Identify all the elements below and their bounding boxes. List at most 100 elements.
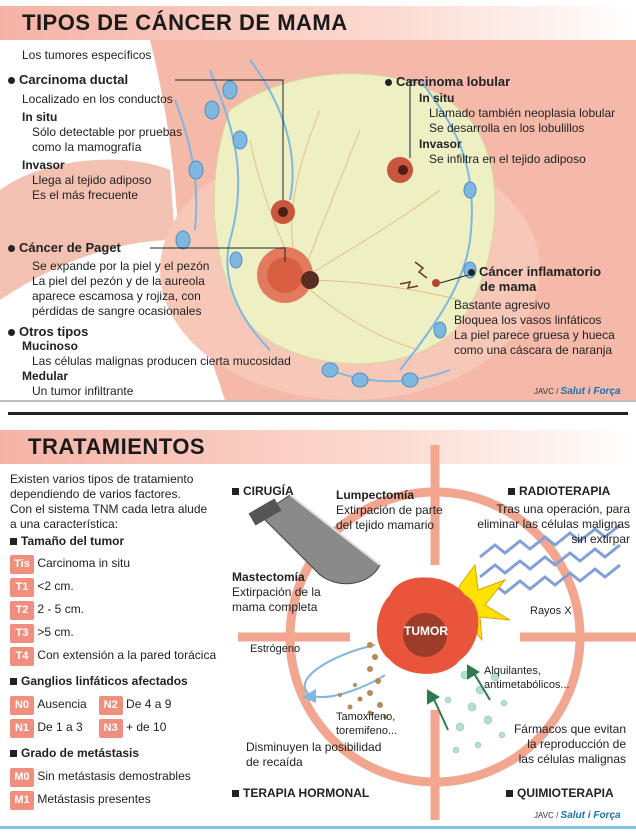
top-title-band [0, 6, 636, 40]
tnm-text: De 1 a 3 [37, 720, 83, 734]
alquilantes-label: Alquilantes, antimetabólicos... [484, 664, 570, 692]
alquil-l2: antimetabólicos... [484, 679, 570, 691]
tnm-text: De 4 a 9 [126, 697, 172, 711]
tamoxifeno-label: Tamoxifeno, toremifeno... [336, 710, 397, 738]
lumpectomia-l2: del tejido mamario [336, 518, 435, 532]
bullet-icon [468, 269, 475, 277]
tnm-text: + de 10 [126, 720, 167, 734]
estrogeno-label: Estrógeno [250, 643, 301, 655]
tumor-size-block: Tamaño del tumor Tis Carcinoma in situ T… [10, 534, 240, 670]
bullet-icon [8, 245, 15, 253]
alquil-l1: Alquilantes, [484, 665, 541, 677]
radio-l1: Tras una operación, para [496, 502, 630, 516]
lumpectomia-block: Lumpectomía Extirpación de parte del tej… [336, 488, 443, 533]
paget-lesion [267, 257, 303, 293]
mastectomia-title: Mastectomía [232, 570, 305, 584]
cirugia-text: CIRUGÍA [243, 484, 294, 498]
quimioterapia-text: QUIMIOTERAPIA [517, 786, 614, 800]
tnm-row: Tis Carcinoma in situ [10, 555, 240, 578]
bullet-icon [8, 329, 15, 337]
hormonal-l2: de recaída [246, 755, 303, 769]
tumor-size-heading: Tamaño del tumor [21, 534, 125, 548]
quimio-desc: Fármacos que evitan la reproducción de l… [486, 722, 626, 767]
cirugia-label: CIRUGÍA [232, 484, 294, 499]
inflam-title1: Cáncer inflamatorio [479, 264, 602, 279]
bottom-rule [0, 826, 636, 829]
tumor-size-list: Tis Carcinoma in situ T1 <2 cm. T2 2 - 5… [10, 555, 240, 670]
ductal-desc: Localizado en los conductos [22, 92, 173, 106]
ductal-invasor-text1: Llega al tejido adiposo [32, 173, 152, 187]
tnm-tag: N2 [98, 696, 123, 715]
tamox-l1: Tamoxifeno, [336, 711, 396, 723]
square-bullet-icon [10, 538, 17, 546]
inflam-title2: de mama [480, 279, 537, 294]
tamox-l2: toremifeno... [336, 725, 398, 737]
lobular-insitu-text1: Llamado también neoplasia lobular [429, 106, 616, 120]
arm-skin [0, 159, 175, 300]
brand-logo: Salut i Força [560, 810, 621, 821]
tnm-row: T2 2 - 5 cm. [10, 601, 240, 624]
radioterapia-text: RADIOTERAPIA [519, 484, 611, 498]
lumpectomia-title: Lumpectomía [336, 488, 415, 502]
tnm-tag: T3 [10, 624, 34, 643]
tnm-tag: M0 [10, 768, 34, 787]
tnm-text: Sin metástasis demostrables [37, 769, 191, 783]
nodes-row-2: N1 De 1 a 3 N3 + de 10 [10, 719, 240, 742]
bottom-title: TRATAMIENTOS [28, 434, 206, 459]
chemo-arrows [427, 664, 491, 731]
square-bullet-icon [10, 750, 17, 758]
otros-title: Otros tipos [19, 324, 89, 339]
lobular-invasor-text1: Se infiltra en el tejido adiposo [429, 152, 586, 166]
intro-line-1: Existen varios tipos de tratamiento [10, 472, 194, 486]
quimio-l2: la reproducción de [527, 737, 626, 751]
quimio-l1: Fármacos que evitan [513, 722, 626, 736]
square-bullet-icon [506, 790, 513, 798]
ductal-title: Carcinoma ductal [19, 72, 129, 87]
tnm-row: T4 Con extensión a la pared torácica [10, 647, 240, 670]
breast-illustration [0, 40, 636, 400]
paget-l1: Se expande por la piel y el pezón [32, 259, 210, 273]
nodes-row-1: N0 Ausencia N2 De 4 a 9 [10, 696, 240, 719]
inflammatory-desc: Bastante agresivo Bloquea los vasos linf… [454, 298, 636, 358]
bottom-intro: Existen varios tipos de tratamiento depe… [10, 472, 230, 532]
mucinoso-text: Las células malignas producen cierta muc… [32, 354, 291, 368]
inflammatory-block: Cáncer inflamatorio de mama [468, 264, 636, 294]
xray-waves [479, 523, 621, 599]
ductal-block: Carcinoma ductal Localizado en los condu… [8, 72, 208, 203]
treatment-crosshair [238, 445, 636, 820]
ductal-insitu-label: In situ [22, 110, 58, 124]
tnm-text: <2 cm. [37, 579, 74, 593]
intro-line-4: a una característica: [10, 517, 119, 531]
medular-label: Medular [22, 369, 69, 383]
tnm-text: >5 cm. [37, 625, 74, 639]
hormonal-l1: Disminuyen la posibilidad [246, 740, 382, 754]
tnm-row: T1 <2 cm. [10, 578, 240, 601]
ductal-invasor-label: Invasor [22, 158, 65, 172]
credit-label: JAVC / [534, 387, 559, 396]
ductal-invasor-text2: Es el más frecuente [32, 188, 139, 202]
radio-desc: Tras una operación, para eliminar las cé… [462, 502, 630, 547]
tnm-text: Con extensión a la pared torácica [37, 648, 217, 662]
medular-text: Un tumor infiltrante [32, 384, 134, 398]
nodes-heading: Ganglios linfáticos afectados [21, 674, 188, 688]
terapia-hormonal-label: TERAPIA HORMONAL [232, 786, 369, 801]
otros-block: Otros tipos Mucinoso Las células maligna… [8, 324, 328, 399]
rayos-label: Rayos X [530, 605, 572, 617]
intro-line-2: dependiendo de varios factores. [10, 487, 181, 501]
top-bottom-rule [0, 400, 636, 402]
tnm-row: M1 Metástasis presentes [10, 791, 240, 814]
lobular-title: Carcinoma lobular [396, 74, 511, 89]
square-bullet-icon [508, 488, 515, 496]
inflam-l1: Bastante agresivo [454, 298, 551, 312]
lumpectomia-l1: Extirpación de parte [336, 503, 443, 517]
lobular-insitu-text2: Se desarrolla en los lobulillos [429, 121, 585, 135]
credit-label: JAVC / [534, 811, 559, 820]
terapia-hormonal-text: TERAPIA HORMONAL [243, 786, 370, 800]
bullet-icon [8, 77, 15, 85]
lobular-insitu-label: In situ [419, 91, 455, 105]
ductal-insitu-text1: Sólo detectable por pruebas [32, 125, 183, 139]
inflam-l2: Bloquea los vasos linfáticos [454, 313, 602, 327]
tnm-text: Ausencia [37, 697, 87, 711]
tnm-tag: T1 [10, 578, 34, 597]
top-title: TIPOS DE CÁNCER DE MAMA [22, 10, 348, 35]
